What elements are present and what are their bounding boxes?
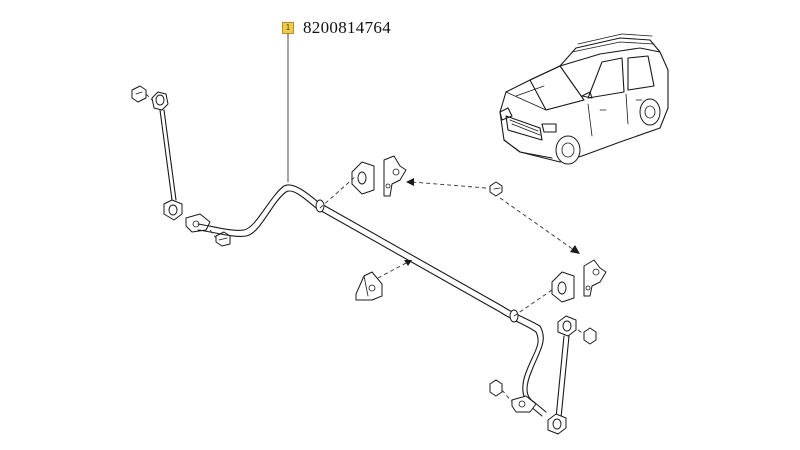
callout-badge[interactable]: 1 [282,22,294,34]
upper-bushing-and-clamp [351,155,407,197]
center-bracket [355,271,383,301]
part-number-label[interactable]: 8200814764 [303,18,391,37]
assembly-arrows [145,93,585,403]
right-stabilizer-link [547,315,597,435]
mounting-bolt [489,181,503,197]
right-bar-end [489,379,537,413]
vehicle-reference-illustration [499,33,669,165]
left-bar-end [185,213,231,247]
lower-bushing-and-clamp [551,259,607,303]
left-stabilizer-link [131,85,183,221]
